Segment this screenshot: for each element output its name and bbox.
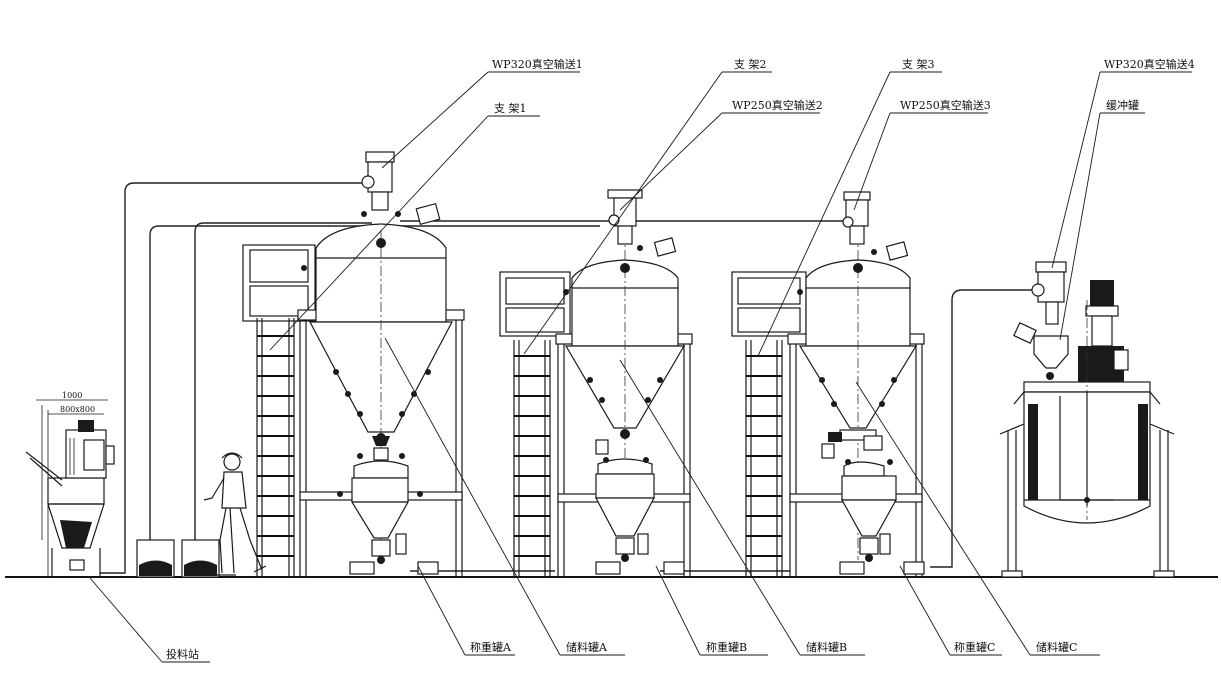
feeding-station: 1000 800x800 xyxy=(25,391,115,578)
label-frame-3: 支 架3 xyxy=(902,58,935,71)
unit-b xyxy=(499,189,693,577)
unit-a xyxy=(242,151,465,577)
label-frame-1: 支 架1 xyxy=(494,102,527,115)
label-storage-tank-c: 储料罐C xyxy=(1036,640,1077,654)
dim-overall-width: 1000 xyxy=(62,391,82,400)
label-conveyor-2: WP250真空输送2 xyxy=(732,98,823,112)
leader-lines xyxy=(89,71,1192,663)
label-conveyor-1: WP320真空输送1 xyxy=(492,57,583,71)
label-conveyor-3: WP250真空输送3 xyxy=(900,98,991,112)
label-weigh-tank-a: 称重罐A xyxy=(470,640,512,654)
buffer-tank-unit xyxy=(999,261,1175,578)
label-weigh-tank-c: 称重罐C xyxy=(954,640,995,654)
label-weigh-tank-b: 称重罐B xyxy=(706,640,747,654)
label-storage-tank-a: 储料罐A xyxy=(566,640,608,654)
label-storage-tank-b: 储料罐B xyxy=(806,640,847,654)
unit-c xyxy=(731,191,925,577)
label-frame-2: 支 架2 xyxy=(734,58,767,71)
label-buffer-tank: 缓冲罐 xyxy=(1106,98,1139,112)
labels: WP320真空输送1 支 架1 支 架2 WP250真空输送2 支 架3 WP2… xyxy=(166,57,1195,661)
operator-figure xyxy=(203,452,267,576)
label-feeding-station: 投料站 xyxy=(166,647,199,661)
material-bins xyxy=(136,539,220,578)
dim-inner-size: 800x800 xyxy=(60,405,95,414)
label-conveyor-4: WP320真空输送4 xyxy=(1104,57,1195,71)
